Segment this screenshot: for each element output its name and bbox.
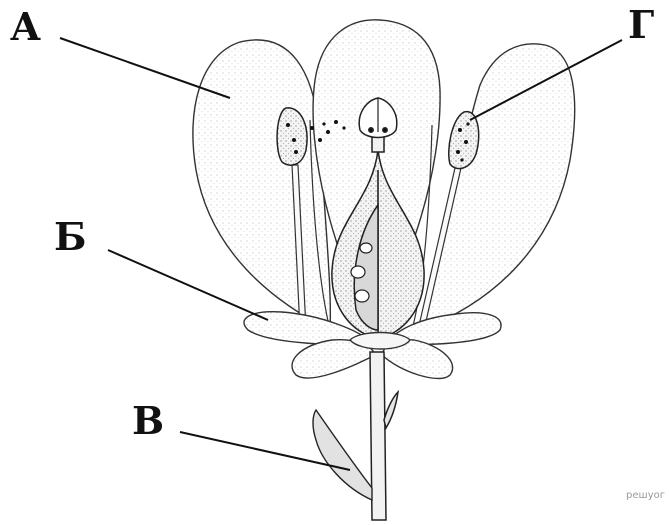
ovule — [351, 266, 365, 278]
stem-bract — [384, 392, 398, 428]
label-a: А — [10, 8, 41, 46]
anther-left — [277, 108, 307, 165]
watermark: решуог — [626, 490, 665, 501]
petal-left — [193, 40, 330, 330]
ovule — [355, 290, 369, 302]
label-v: В — [132, 402, 164, 440]
stem — [370, 352, 398, 520]
ovule — [360, 243, 372, 253]
leaf — [313, 410, 372, 500]
pointer-line-a — [60, 38, 230, 98]
petal-right — [420, 44, 575, 330]
label-b: Б — [54, 218, 86, 256]
label-g: Г — [628, 6, 654, 44]
